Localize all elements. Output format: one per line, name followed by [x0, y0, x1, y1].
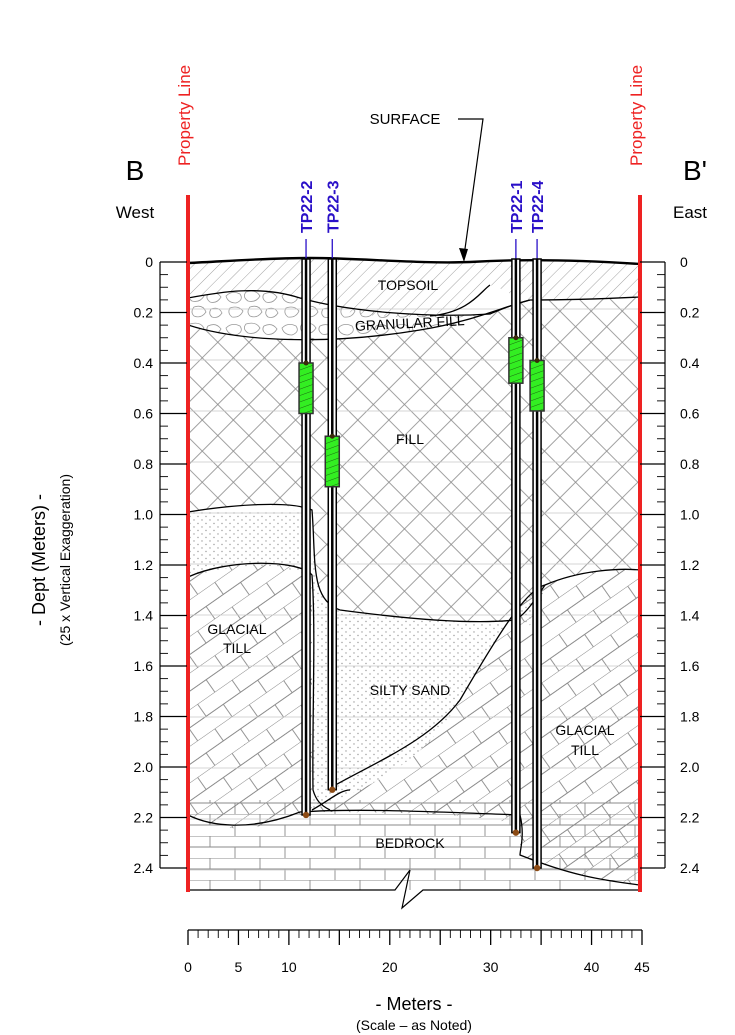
distance-tick-label: 45	[634, 959, 650, 975]
layer-label-glacial-till-west-line2: TILL	[223, 640, 251, 656]
depth-tick-label-right: 0.6	[680, 406, 700, 422]
surface-arrowhead	[459, 248, 468, 262]
section-mark-b: B	[126, 155, 145, 186]
depth-tick-label-right: 0.4	[680, 355, 700, 371]
depth-tick-label-left: 1.8	[134, 709, 154, 725]
property-line-left-label: Property Line	[175, 65, 194, 166]
depth-axis-right: 0 0.2 0.4 0.6 0.8 1.0 1.2 1.4 1.6 1.8 2.0 2.2 2.4	[640, 254, 700, 876]
depth-tick-label-left: 1.0	[134, 507, 154, 523]
layer-boundaries	[188, 284, 640, 886]
distance-tick-label: 0	[184, 959, 192, 975]
depth-tick-label-left: 1.2	[134, 557, 154, 573]
distance-tick-label: 40	[584, 959, 600, 975]
distance-tick-label: 20	[382, 959, 398, 975]
sample-top-marker	[534, 357, 540, 363]
test-pit-label: TP22-4	[530, 180, 547, 233]
depth-axis-left: 0 0.2 0.4 0.6 0.8 1.0 1.2 1.4 1.6 1.8 2.0 2.2 2.4	[134, 254, 187, 876]
ground-surface-line	[188, 256, 640, 266]
sample-top-marker	[513, 335, 519, 341]
layer-label-fill: FILL	[396, 431, 424, 447]
test-pit-label: TP22-2	[299, 180, 316, 233]
surface-leader-line	[458, 118, 484, 257]
depth-tick-label-left: 2.4	[134, 860, 154, 876]
test-pit-tp22-3: TP22-3	[324, 180, 342, 793]
depth-tick-label-right: 0	[680, 254, 688, 270]
glacial-till-layer	[188, 563, 640, 885]
test-pit-label: TP22-3	[325, 180, 342, 233]
test-pit-base-marker	[329, 786, 336, 793]
topsoil-layer	[188, 258, 640, 317]
test-pit-base-marker	[533, 864, 541, 872]
depth-tick-label-left: 0.6	[134, 406, 154, 422]
test-pit-label: TP22-1	[509, 180, 526, 233]
depth-tick-label-left: 1.6	[134, 658, 154, 674]
direction-east-label: East	[673, 203, 707, 222]
depth-axis-subtitle: (25 x Vertical Exaggeration)	[57, 474, 73, 646]
depth-tick-label-right: 1.2	[680, 557, 700, 573]
depth-tick-label-right: 2.4	[680, 860, 700, 876]
layer-label-topsoil: TOPSOIL	[378, 277, 439, 293]
depth-tick-label-left: 0.8	[134, 456, 154, 472]
silty-sand-layer	[188, 510, 545, 810]
layer-label-bedrock: BEDROCK	[375, 835, 445, 851]
depth-tick-label-right: 1.0	[680, 507, 700, 523]
distance-tick-label: 30	[483, 959, 499, 975]
section-mark-b-prime: B'	[683, 155, 707, 186]
surface-label: SURFACE	[370, 111, 441, 128]
depth-tick-label-right: 1.4	[680, 608, 700, 624]
depth-gridlines	[188, 308, 640, 871]
test-pit-tp22-2: TP22-2	[298, 180, 316, 819]
test-pit-sample-interval	[324, 435, 341, 488]
depth-tick-label-right: 2.0	[680, 759, 700, 775]
test-pit-tp22-1: TP22-1	[508, 180, 526, 836]
depth-tick-label-right: 0.8	[680, 456, 700, 472]
test-pit-base-marker	[512, 829, 520, 836]
depth-tick-label-left: 0	[145, 254, 153, 270]
layer-label-glacial-till-west-line1: GLACIAL	[207, 621, 266, 637]
depth-tick-label-right: 2.2	[680, 810, 700, 826]
depth-tick-label-left: 0.4	[134, 355, 154, 371]
depth-tick-label-left: 0.2	[134, 305, 154, 321]
test-pit-sample-interval	[508, 337, 524, 384]
test-pit-base-marker	[302, 811, 310, 819]
distance-tick-label: 10	[281, 959, 297, 975]
depth-tick-label-left: 1.4	[134, 608, 154, 624]
sample-top-marker	[303, 360, 309, 366]
sample-top-marker	[329, 433, 335, 439]
depth-tick-label-right: 0.2	[680, 305, 700, 321]
property-line-right-label: Property Line	[627, 65, 646, 166]
layer-label-glacial-till-east-line1: GLACIAL	[555, 722, 614, 738]
layer-label-silty-sand: SILTY SAND	[370, 682, 450, 698]
distance-axis-title: - Meters -	[375, 994, 452, 1014]
distance-axis-subtitle: (Scale – as Noted)	[356, 1017, 472, 1033]
depth-tick-label-right: 1.6	[680, 658, 700, 674]
section-break-line	[188, 869, 640, 910]
depth-tick-label-left: 2.2	[134, 810, 154, 826]
test-pit-tp22-4: TP22-4	[529, 180, 547, 872]
geologic-layers	[188, 256, 640, 890]
layer-label-granular-fill: GRANULAR FILL	[355, 312, 466, 334]
depth-tick-label-left: 2.0	[134, 759, 154, 775]
layer-label-glacial-till-east-line2: TILL	[571, 742, 599, 758]
depth-axis-title: - Dept (Meters) -	[29, 494, 49, 626]
depth-tick-label-right: 1.8	[680, 709, 700, 725]
test-pit-sample-interval	[298, 362, 314, 415]
test-pit-sample-interval	[529, 359, 545, 412]
granular-fill-layer	[188, 290, 530, 340]
distance-tick-label: 5	[235, 959, 243, 975]
direction-west-label: West	[116, 203, 155, 222]
distance-scale: 0 5 10 20 30 40 45	[184, 929, 650, 975]
